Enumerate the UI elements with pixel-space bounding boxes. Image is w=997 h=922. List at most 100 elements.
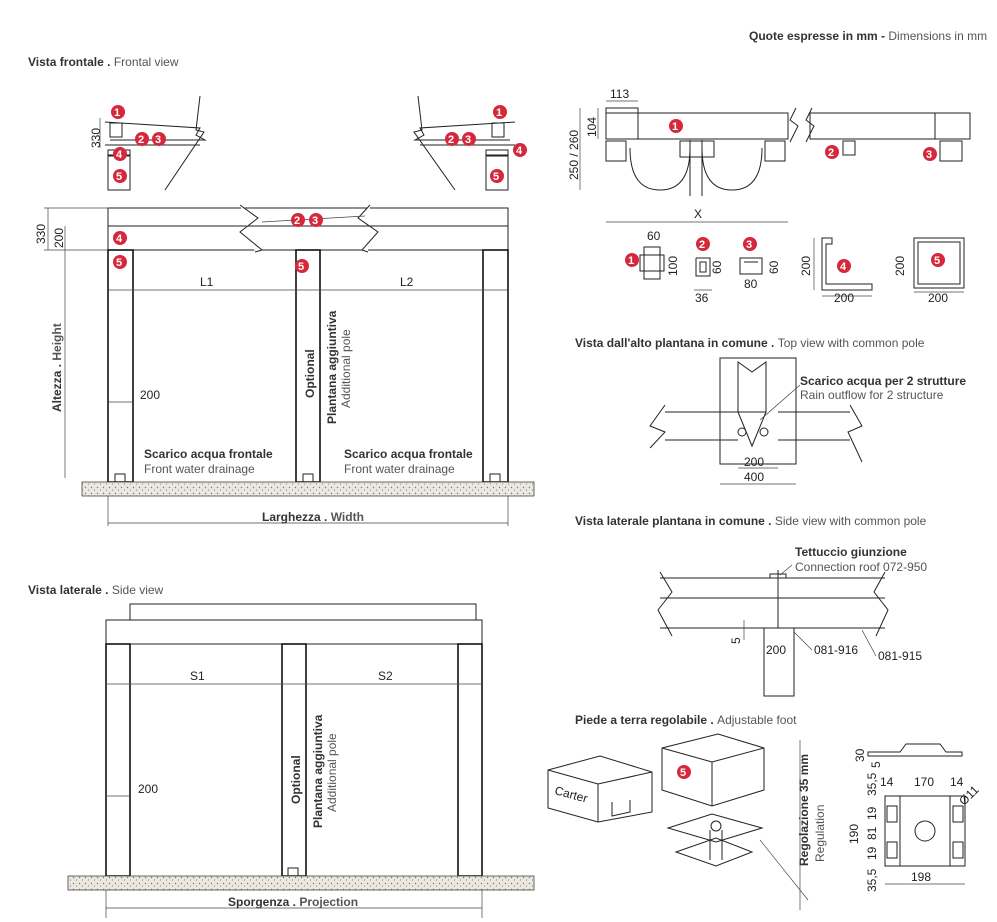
foot-dim-19-b: 19: [865, 846, 879, 860]
badge-4: 4: [113, 231, 127, 245]
foot-dim-35-5-top: 35,5: [865, 772, 879, 796]
svg-text:2: 2: [448, 134, 454, 146]
badge-4: 4: [513, 143, 527, 157]
dim-250-260: 250 / 260: [567, 130, 581, 180]
svg-text:1: 1: [628, 255, 634, 267]
regulation-label-en: Regulation: [813, 805, 827, 862]
common-dim-200: 200: [766, 643, 786, 657]
units-note: Quote espresse in mm - Dimensions in mm: [749, 29, 987, 43]
foot-dim-198: 198: [911, 870, 931, 884]
p2-width: 36: [695, 291, 709, 305]
side-common-detail: Tettuccio giunzione Connection roof 072-…: [657, 545, 927, 697]
foot-detail: Carter Regolazione 35 mm Regulation 30 5…: [547, 733, 982, 910]
badge-5: 5: [677, 765, 691, 779]
svg-text:4: 4: [116, 149, 123, 161]
front-corner-detail-left: 330: [89, 95, 207, 191]
svg-text:2: 2: [294, 215, 300, 227]
badge-2: 2: [696, 237, 710, 251]
side-pole-width-dim: 200: [138, 782, 158, 796]
svg-text:3: 3: [746, 239, 752, 251]
projection-label: Sporgenza . Projection: [228, 895, 358, 909]
foot-dim-170: 170: [914, 775, 934, 789]
additional-pole-label: Plantana aggiuntiva: [325, 310, 339, 424]
foot-dim-19-a: 19: [865, 806, 879, 820]
drainage-label-right-en: Front water drainage: [344, 462, 455, 476]
foot-dim-5: 5: [869, 761, 883, 768]
svg-text:5: 5: [493, 171, 499, 183]
p2-height: 60: [710, 260, 724, 274]
front-view-title: Vista frontale . Frontal view: [28, 55, 179, 69]
top-drain-label: Scarico acqua per 2 strutture: [800, 374, 966, 388]
badge-3: 3: [743, 237, 757, 251]
svg-text:5: 5: [116, 257, 122, 269]
top-view-detail: Scarico acqua per 2 strutture Rain outfl…: [649, 357, 966, 485]
svg-text:3: 3: [465, 134, 471, 146]
label-l2: L2: [400, 275, 414, 289]
svg-text:1: 1: [672, 121, 678, 133]
badge-2: 2: [135, 132, 149, 146]
foot-dim-14-a: 14: [880, 775, 894, 789]
side-common-title: Vista laterale plantana in comune . Side…: [575, 514, 927, 528]
dim-x: X: [694, 207, 702, 221]
svg-text:2: 2: [699, 239, 705, 251]
pole-width-dim: 200: [140, 388, 160, 402]
badge-2: 2: [825, 145, 839, 159]
foot-dim-30: 30: [853, 748, 867, 762]
svg-text:2: 2: [828, 147, 834, 159]
badge-4: 4: [837, 259, 851, 273]
connection-roof-label-en: Connection roof 072-950: [795, 560, 927, 574]
p5-width: 200: [928, 291, 948, 305]
height-label: Altezza . Height: [50, 323, 64, 412]
code-081-915: 081-915: [878, 649, 922, 663]
badge-4: 4: [113, 147, 127, 161]
foot-dim-190: 190: [847, 824, 861, 844]
side-view-title: Vista laterale . Side view: [28, 583, 164, 597]
common-dim-5: 5: [729, 637, 743, 644]
front-frame: 330 200 Altezza . Height L1 L2 200 Optio…: [34, 204, 535, 526]
drainage-label-right: Scarico acqua frontale: [344, 447, 473, 461]
dim-104: 104: [585, 117, 599, 137]
badge-1: 1: [111, 105, 125, 119]
dim-330: 330: [34, 224, 48, 244]
badge-2: 2: [445, 132, 459, 146]
badge-5: 5: [295, 259, 309, 273]
badge-3: 3: [152, 132, 166, 146]
svg-text:1: 1: [114, 107, 120, 119]
dim-330-small: 330: [89, 128, 103, 148]
foot-title: Piede a terra regolabile . Adjustable fo…: [575, 713, 797, 727]
badge-5: 5: [931, 253, 945, 267]
code-081-916: 081-916: [814, 643, 858, 657]
svg-text:2: 2: [138, 134, 144, 146]
svg-text:4: 4: [516, 145, 523, 157]
p3-width: 80: [744, 277, 758, 291]
svg-text:5: 5: [934, 255, 940, 267]
badge-3: 3: [462, 132, 476, 146]
badge-3: 3: [923, 147, 937, 161]
top-view-title: Vista dall'alto plantana in comune . Top…: [575, 336, 925, 350]
p1-width: 60: [647, 229, 661, 243]
side-frame: S1 S2 200 Optional Plantana aggiuntiva A…: [67, 603, 535, 918]
badge-1: 1: [669, 119, 683, 133]
top-drain-label-en: Rain outflow for 2 structure: [800, 388, 944, 402]
badge-1: 1: [493, 105, 507, 119]
drainage-label-left: Scarico acqua frontale: [144, 447, 273, 461]
badge-2: 2: [291, 213, 305, 227]
drainage-label-left-en: Front water drainage: [144, 462, 255, 476]
side-optional-label: Optional: [289, 755, 303, 804]
badge-1: 1: [625, 253, 639, 267]
foot-dim-35-5-bottom: 35,5: [865, 868, 879, 892]
side-additional-pole-label: Plantana aggiuntiva: [311, 714, 325, 828]
svg-text:1: 1: [496, 107, 502, 119]
additional-pole-label-en: Additional pole: [339, 329, 353, 408]
badge-5: 5: [113, 169, 127, 183]
section-detail: 113 104 250 / 260 X: [567, 87, 971, 223]
svg-text:5: 5: [298, 261, 304, 273]
badges: 1 2 3 4 5 1 2 3 4 5 2 3 4 5 5 1 2 3 1 2 …: [111, 105, 945, 779]
p5-height: 200: [893, 256, 907, 276]
carter-label: Carter: [553, 783, 589, 805]
p1-height: 100: [666, 256, 680, 276]
dim-113: 113: [610, 87, 629, 101]
badge-5: 5: [113, 255, 127, 269]
regulation-label: Regolazione 35 mm: [797, 754, 811, 866]
